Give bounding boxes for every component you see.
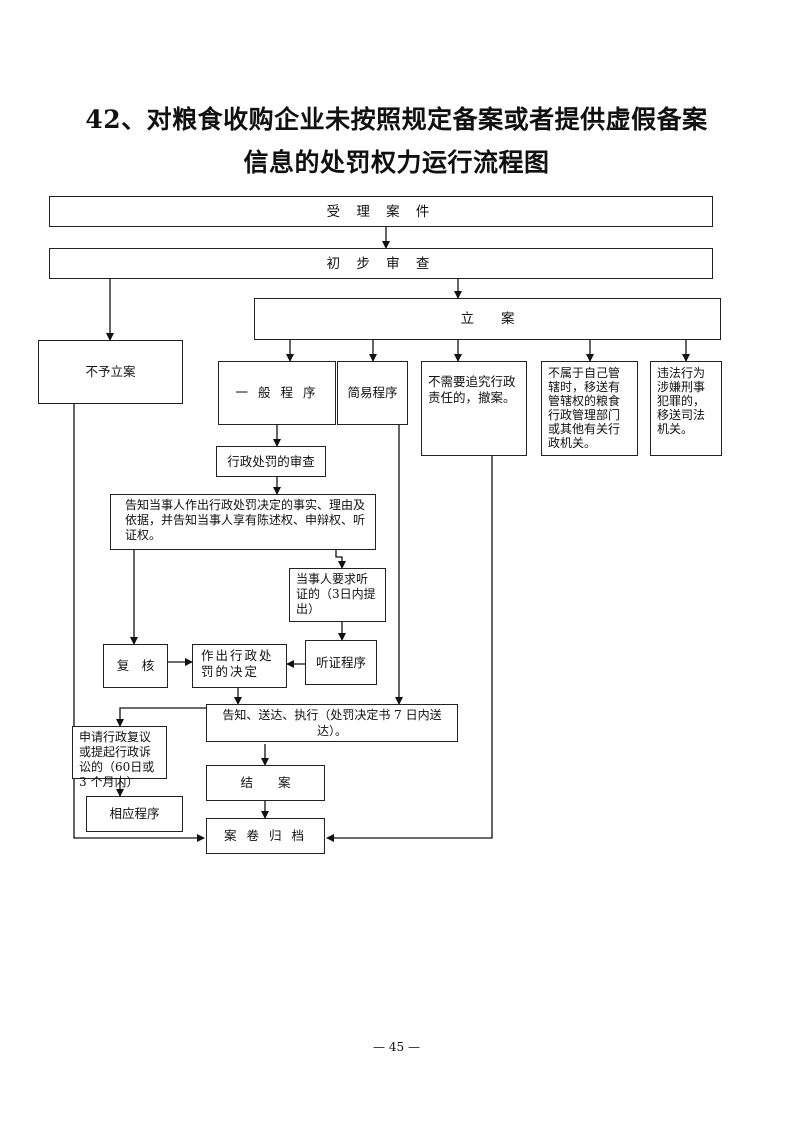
box-simple-procedure: 简易程序 [337,361,408,425]
arrow-noliability-archive [326,456,493,842]
arrow-notfile-archive [73,404,205,842]
box-penalty-decision: 作出行政处罚的决定 [192,644,287,688]
box-admin-penalty-review: 行政处罚的审查 [216,446,326,477]
box-preliminary-review: 初 步 审 查 [49,248,713,279]
box-deliver-execute: 告知、送达、执行（处罚决定书 7 日内送达）。 [206,704,458,742]
box-request-hearing: 当事人要求听证的（3日内提出） [289,568,386,622]
box-related-procedure: 相应程序 [86,796,183,832]
arrow-notify-hearingrequest [335,550,346,569]
box-hearing-procedure: 听证程序 [305,640,377,685]
box-recheck: 复 核 [103,644,168,688]
box-not-file: 不予立案 [38,340,183,404]
box-appeal: 申请行政复议或提起行政诉讼的（60日或 3 个月内） [72,726,167,789]
box-notify-party: 告知当事人作出行政处罚决定的事实、理由及依据，并告知当事人享有陈述权、申辩权、听… [110,494,376,550]
arrow-deliver-appeal [116,707,206,727]
box-file-case: 立 案 [254,298,721,340]
box-archive: 案 卷 归 档 [206,818,325,854]
title-line-1: 42、对粮食收购企业未按照规定备案或者提供虚假备案 [85,105,708,134]
box-accept-case: 受 理 案 件 [49,196,713,227]
box-general-procedure: 一 般 程 序 [218,361,336,425]
box-close-case: 结 案 [206,765,325,801]
box-transfer-grain: 不属于自己管辖时，移送有管辖权的粮食行政管理部门或其他有关行政机关。 [541,361,638,456]
page-number: — 45 — [373,1040,420,1054]
title-line-2: 信息的处罚权力运行流程图 [243,148,550,177]
box-transfer-judicial: 违法行为涉嫌刑事犯罪的，移送司法机关。 [650,361,722,456]
box-no-liability: 不需要追究行政责任的，撤案。 [421,361,527,456]
